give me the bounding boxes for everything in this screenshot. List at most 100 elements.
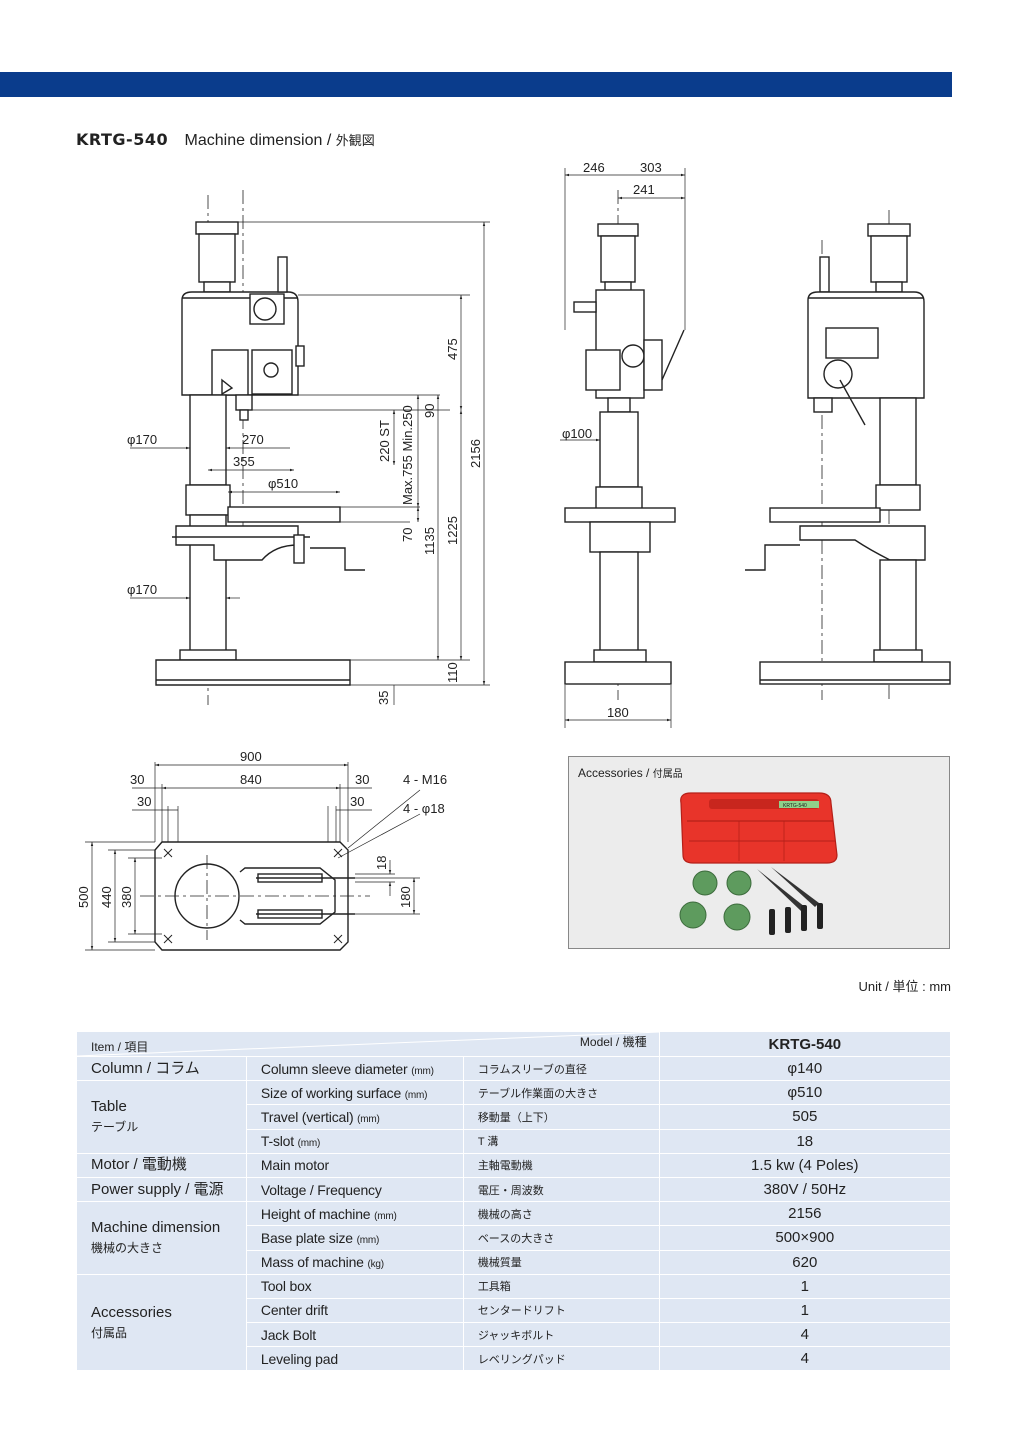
cell-text: Size of working surface (260, 1084, 402, 1101)
item-header: Item / 項目 (91, 1040, 149, 1054)
row-item: Jack Bolt (245, 1322, 464, 1348)
table-row: Center drift センタードリフト 1 (77, 1297, 952, 1324)
table-row: Jack Bolt ジャッキボルト 4 (77, 1322, 952, 1348)
base-plan-view (85, 762, 421, 951)
dim-90: 90 (422, 404, 437, 418)
cell-text: Height of machine (260, 1205, 371, 1222)
group-table: Table テーブル (76, 1080, 247, 1154)
dim-phi170-top: φ170 (127, 432, 157, 447)
table-row: T-slot (mm) T 溝 18 (77, 1128, 952, 1154)
dim-18: 18 (374, 856, 389, 870)
model-name: KRTG-540 (76, 130, 169, 149)
row-jp: センタードリフト (462, 1297, 660, 1324)
row-jp: ベースの大きさ (462, 1225, 660, 1251)
row-item: Travel (vertical) (mm) (245, 1104, 464, 1130)
cell-text: テーブル (91, 1119, 139, 1134)
table-header-row: Item / 項目 Model / 機種 KRTG-540 (76, 1031, 952, 1057)
group-machine: Machine dimension 機械の大きさ (76, 1201, 247, 1275)
dim-500: 500 (76, 886, 91, 908)
rear-view (745, 210, 951, 700)
accessories-photo-box: Accessories / 付属品 KRTG-540 (568, 756, 950, 949)
row-value: 4 (658, 1346, 952, 1372)
svg-text:KRTG-540: KRTG-540 (783, 803, 807, 809)
dim-1135: 1135 (422, 527, 437, 555)
row-item: Column sleeve diameter (mm) (245, 1055, 464, 1082)
row-jp: 電圧・周波数 (462, 1176, 660, 1203)
header-item-model: Item / 項目 Model / 機種 (76, 1031, 660, 1057)
cell-text: Column sleeve diameter (260, 1060, 408, 1077)
dim-30-top-right: 30 (355, 772, 369, 787)
table-row: Column / コラム Column sleeve diameter (mm)… (76, 1055, 952, 1082)
table-row: Machine dimension 機械の大きさ Height of machi… (76, 1201, 952, 1275)
cell-text: (mm) (357, 1113, 380, 1125)
row-value: 1.5 kw (4 Poles) (658, 1152, 952, 1178)
row-jp: ジャッキボルト (462, 1322, 660, 1348)
unit-label: Unit / 単位 : mm (858, 979, 951, 994)
cell-text: Table (91, 1097, 127, 1115)
spec-table: Item / 項目 Model / 機種 KRTG-540 Column / コ… (76, 1031, 952, 1372)
row-jp: 機械の高さ (462, 1201, 660, 1227)
row-value: 620 (658, 1249, 952, 1275)
row-jp: 機械質量 (462, 1249, 660, 1275)
table-row: Base plate size (mm) ベースの大きさ 500×900 (77, 1225, 952, 1251)
dim-475: 475 (445, 338, 460, 360)
dim-380: 380 (119, 886, 134, 908)
table-row: Leveling pad レベリングパッド 4 (77, 1346, 952, 1372)
row-item: T-slot (mm) (245, 1128, 464, 1154)
dim-440: 440 (99, 886, 114, 908)
dim-180-side: 180 (607, 705, 629, 720)
cell-text: 機械の大きさ (91, 1240, 164, 1255)
dim-900: 900 (240, 749, 262, 764)
table-row: Motor / 電動機 Main motor 主軸電動機 1.5 kw (4 P… (76, 1152, 952, 1178)
row-item: Size of working surface (mm) (245, 1080, 464, 1106)
cell-text: 付属品 (652, 769, 683, 780)
row-item: Mass of machine (kg) (245, 1249, 464, 1275)
dim-303: 303 (640, 160, 662, 175)
row-jp: 主軸電動機 (462, 1152, 660, 1178)
group-motor: Motor / 電動機 (76, 1152, 247, 1178)
dim-phi100: φ100 (562, 426, 592, 441)
row-value: 1 (658, 1273, 952, 1299)
dim-4-phi18: 4 - φ18 (403, 801, 445, 816)
cell-text: Base plate size (260, 1229, 353, 1246)
group-accessories: Accessories 付属品 (76, 1273, 247, 1372)
cell-text: Travel (vertical) (260, 1108, 354, 1125)
cell-text: (mm) (356, 1234, 380, 1246)
technical-drawing: φ170 270 355 φ510 φ170 475 90 220 ST Max… (76, 160, 951, 951)
dim-30-bottom-right: 30 (350, 794, 364, 809)
dim-2156: 2156 (468, 439, 483, 468)
dim-minmax: Max.755 Min.250 (400, 405, 415, 505)
table-row: Accessories 付属品 Tool box 工具箱 1 (76, 1273, 952, 1372)
cell-text: (mm) (411, 1065, 434, 1077)
dim-4-m16: 4 - M16 (403, 772, 447, 787)
dim-1225: 1225 (445, 516, 460, 545)
row-jp: コラムスリーブの直径 (462, 1055, 660, 1082)
model-header: Model / 機種 (579, 1035, 647, 1049)
row-jp: T 溝 (462, 1128, 660, 1154)
dim-30-top-left: 30 (130, 772, 144, 787)
dim-270: 270 (242, 432, 264, 447)
cell-text: Accessories / (578, 766, 650, 780)
row-item: Voltage / Frequency (245, 1176, 464, 1203)
header-diagonal (77, 1032, 660, 1056)
table-row: Table テーブル Size of working surface (mm) … (76, 1080, 952, 1154)
row-value: 4 (658, 1322, 952, 1348)
jack-bolt-icon (769, 903, 823, 935)
cell-text: 付属品 (91, 1325, 128, 1340)
cell-text: Mass of machine (260, 1254, 364, 1271)
header-bar (0, 72, 952, 97)
row-jp: 移動量（上下） (462, 1104, 660, 1130)
front-view (130, 190, 490, 705)
row-item: Main motor (245, 1152, 464, 1178)
dim-246: 246 (583, 160, 605, 175)
table-row: Power supply / 電源 Voltage / Frequency 電圧… (76, 1176, 952, 1203)
subtitle: Machine dimension / (184, 132, 332, 149)
group-column: Column / コラム (76, 1055, 247, 1082)
row-item: Center drift (245, 1297, 464, 1324)
leveling-pad-icon (679, 870, 752, 931)
row-jp: テーブル作業面の大きさ (462, 1080, 660, 1106)
table-row: Travel (vertical) (mm) 移動量（上下） 505 (77, 1104, 952, 1130)
dim-220st: 220 ST (377, 420, 392, 462)
base-dimension-labels: 900 840 30 30 30 30 4 - M16 4 - φ18 500 … (76, 749, 447, 908)
row-value: 18 (658, 1128, 952, 1154)
